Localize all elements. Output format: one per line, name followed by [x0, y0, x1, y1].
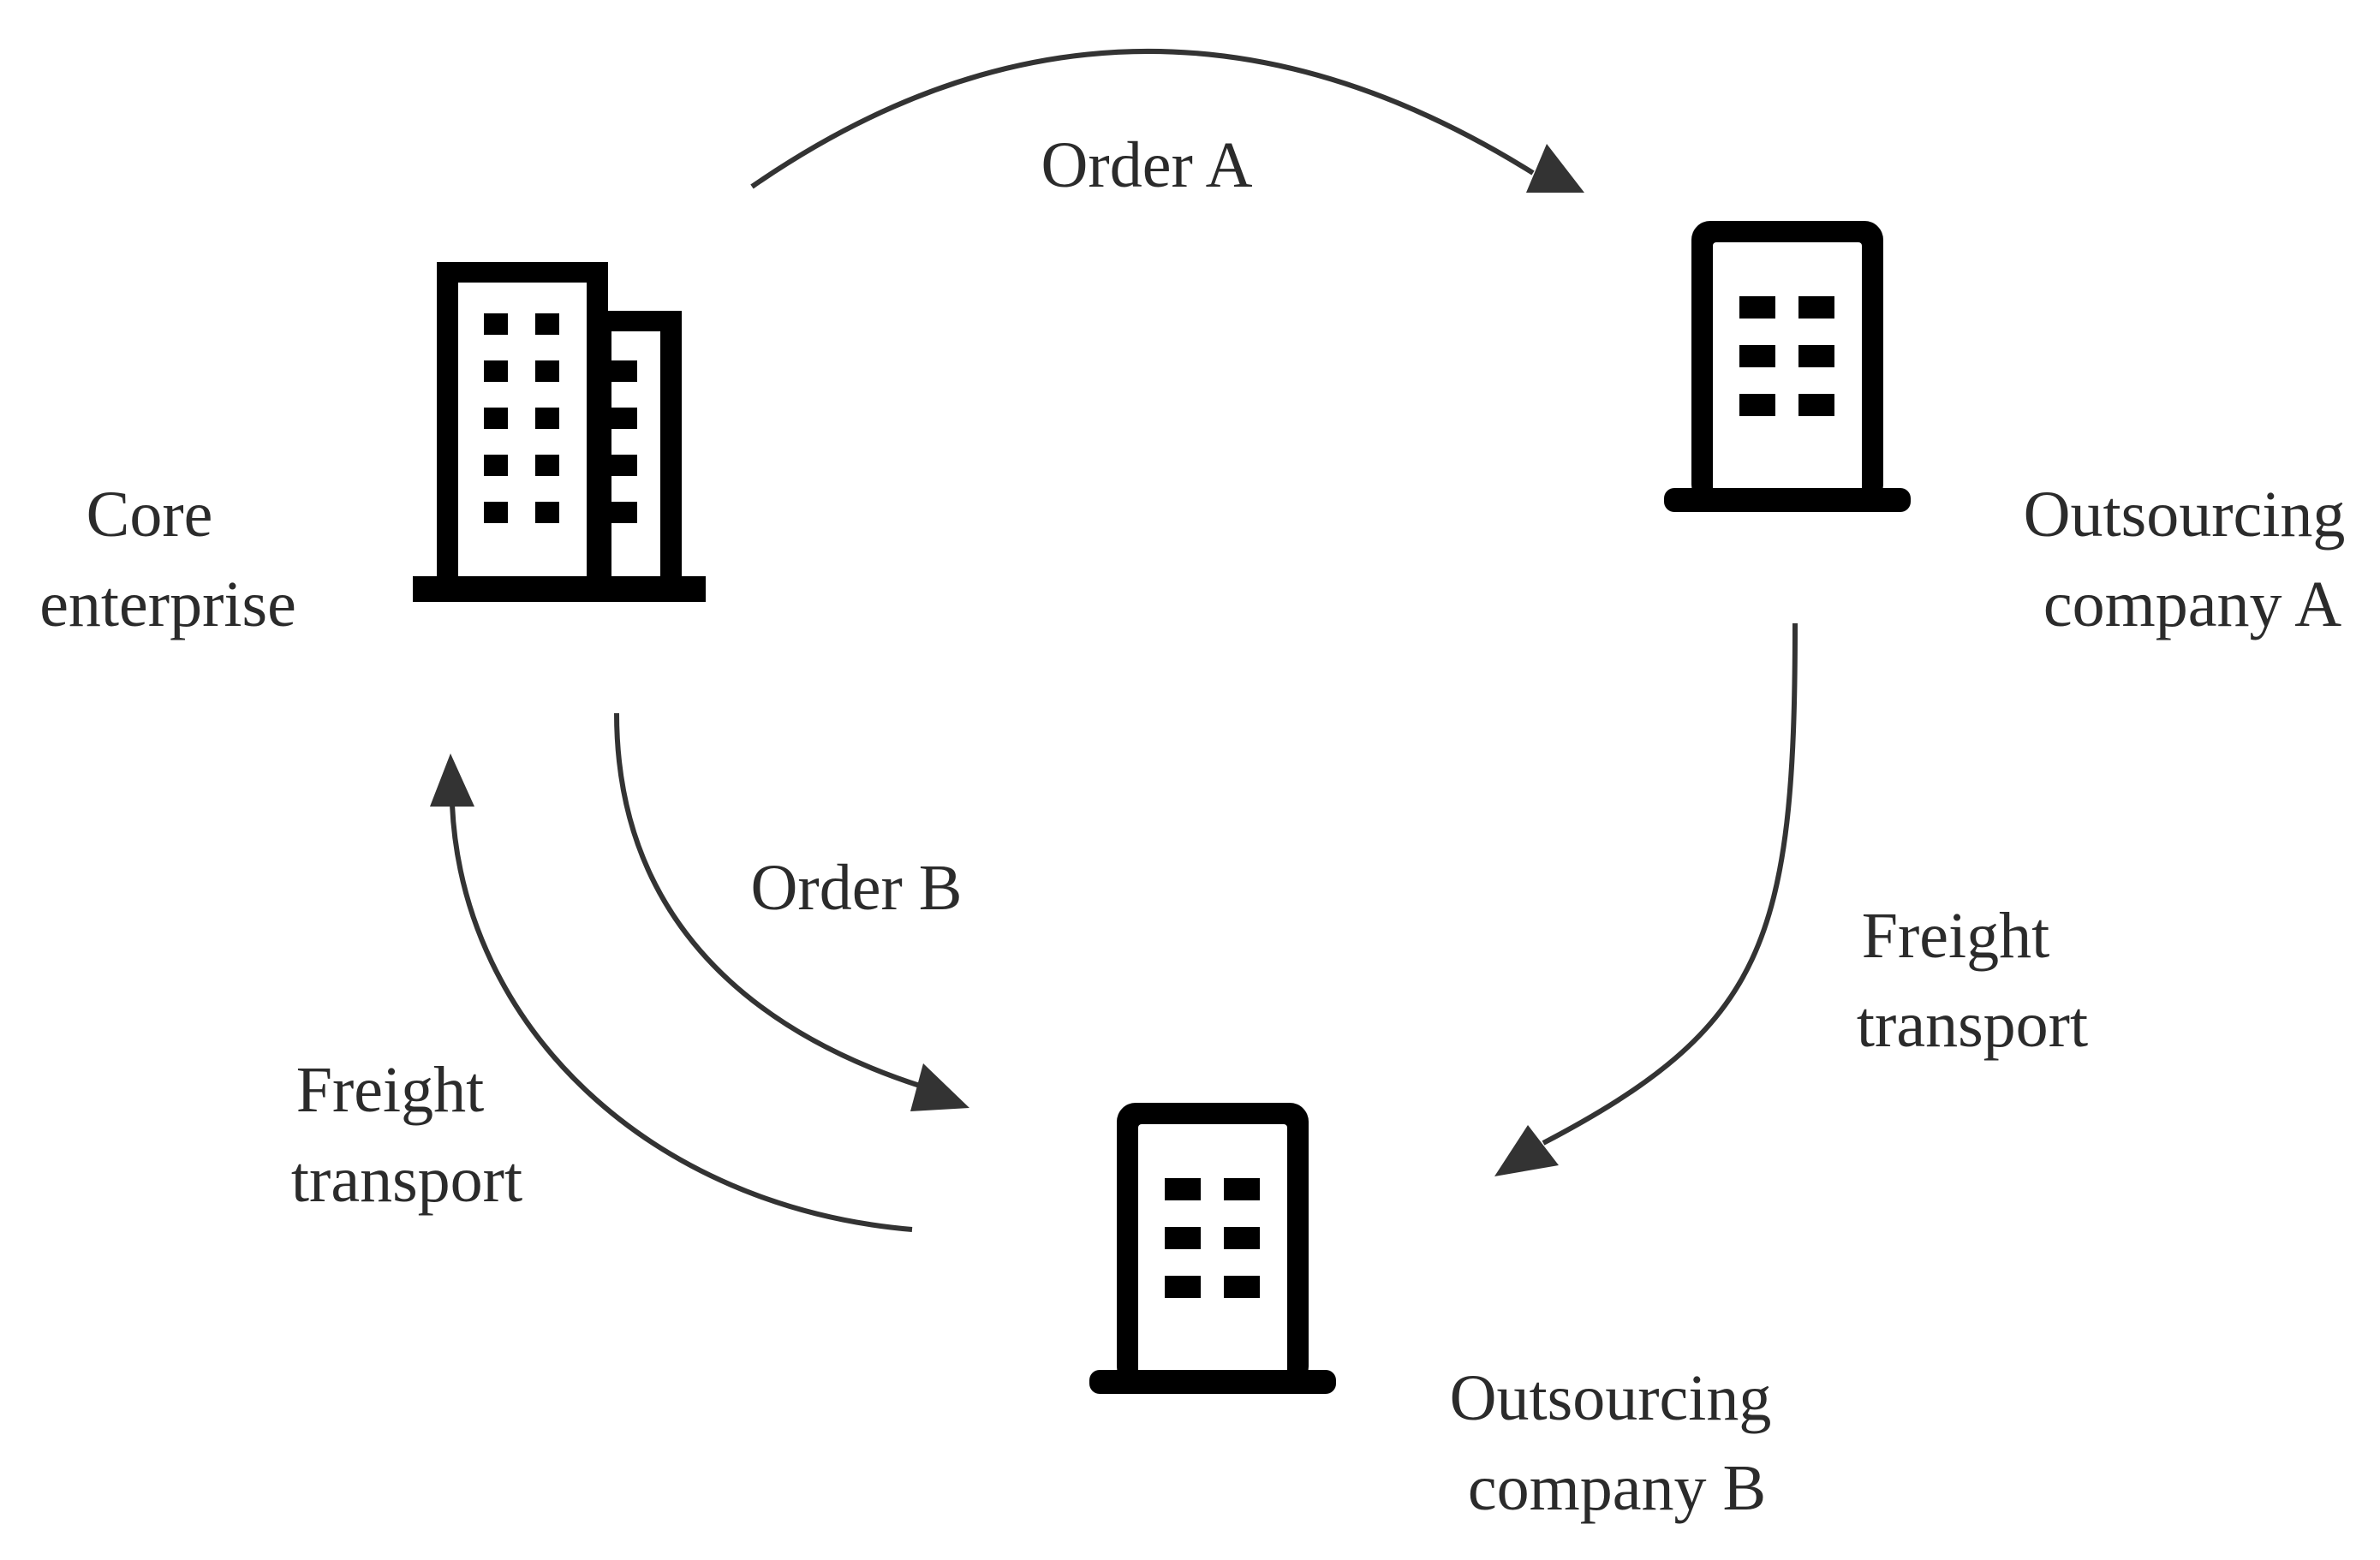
- company-a-building-icon: [1664, 221, 1911, 512]
- company-b-building-icon: [1089, 1103, 1336, 1394]
- arrow-order-b: [614, 712, 969, 1111]
- arrow-freight-a-to-b: [1494, 622, 1798, 1176]
- freight-transport-a-to-b-label: Freight transport: [1857, 900, 2088, 1061]
- core-enterprise-icon: [413, 262, 706, 602]
- freight-transport-b-to-core-label: Freight transport: [291, 1054, 522, 1216]
- arrow-order-a: [750, 48, 1584, 193]
- order-a-label: Order A: [1041, 129, 1253, 201]
- arrow-freight-b-to-core: [430, 753, 913, 1232]
- order-b-label: Order B: [751, 852, 963, 924]
- company-b-label: Outsourcing company B: [1450, 1362, 1788, 1524]
- company-a-label: Outsourcing company A: [2024, 479, 2362, 640]
- core-enterprise-label: Core enterprise: [39, 479, 296, 640]
